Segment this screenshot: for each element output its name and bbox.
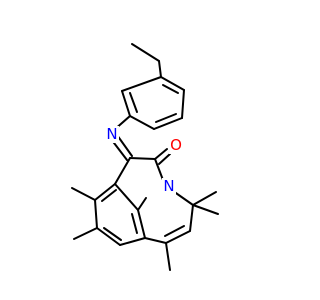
bond-phenyl-4 xyxy=(129,115,155,130)
bond-five-ring-2 xyxy=(154,158,164,181)
bond-five-ring-4 xyxy=(114,183,139,211)
bond-phenyl-3 xyxy=(153,117,183,130)
oxygen-label: O xyxy=(170,136,182,154)
bond-benzo-2 xyxy=(94,199,98,229)
bond-ch-cme-double-a xyxy=(165,230,191,244)
bond-cgem-ch xyxy=(189,204,194,232)
bond-methyl-ring xyxy=(165,242,171,271)
bond-benzo-3-inner xyxy=(103,227,122,241)
bond-phenyl-6 xyxy=(121,76,162,92)
structure-canvas: O N N xyxy=(71,43,219,271)
bond-methyl-aryl xyxy=(71,187,96,201)
bond-benzo-3 xyxy=(96,227,121,246)
bond-carbonyl-b xyxy=(158,153,171,165)
bond-ring-n-cgem xyxy=(172,190,194,206)
bond-cme-benzo xyxy=(144,237,167,244)
bond-phenyl-5-inner xyxy=(129,92,138,113)
bond-methyl-benzo-low xyxy=(73,227,98,240)
ring-nitrogen-atom: N xyxy=(162,177,176,195)
molecule-structure: O N N xyxy=(71,43,219,271)
bond-phenyl-5 xyxy=(121,90,131,117)
bond-benzo-5-inner xyxy=(131,213,138,234)
bond-imine-double-b xyxy=(116,134,133,157)
bond-ch-cme-double-b xyxy=(164,225,185,237)
bond-layer xyxy=(71,43,219,271)
imine-nitrogen-label: N xyxy=(106,125,117,143)
bond-ethyl-ch2 xyxy=(158,60,162,78)
bond-five-ring-1 xyxy=(129,157,156,160)
bond-benzo-5 xyxy=(137,209,146,239)
imine-nitrogen-label-bg xyxy=(105,126,119,143)
bond-phenyl-2 xyxy=(181,89,185,119)
oxygen-atom: O xyxy=(169,136,183,154)
ring-nitrogen-label-bg xyxy=(162,178,176,195)
bond-carbonyl-a xyxy=(154,148,168,160)
bond-phenyl-3-inner xyxy=(155,113,177,123)
bond-five-ring-3 xyxy=(137,197,147,211)
bond-five-ring-5 xyxy=(114,157,131,185)
oxygen-label-bg xyxy=(169,137,183,154)
bond-benzo-1-inner xyxy=(101,189,117,202)
atom-layer: O N N xyxy=(105,125,183,195)
imine-nitrogen-atom: N xyxy=(105,125,119,143)
bond-benzo-1 xyxy=(94,183,116,201)
bond-ethyl-ch3 xyxy=(131,43,160,62)
bond-benzo-4 xyxy=(119,237,146,246)
ring-nitrogen-label: N xyxy=(163,177,174,195)
bond-gem-methyl-2 xyxy=(192,204,219,215)
bond-phenyl-1 xyxy=(160,76,185,91)
bond-phenyl-1-inner xyxy=(162,84,179,94)
bond-gem-methyl-1 xyxy=(192,191,217,206)
